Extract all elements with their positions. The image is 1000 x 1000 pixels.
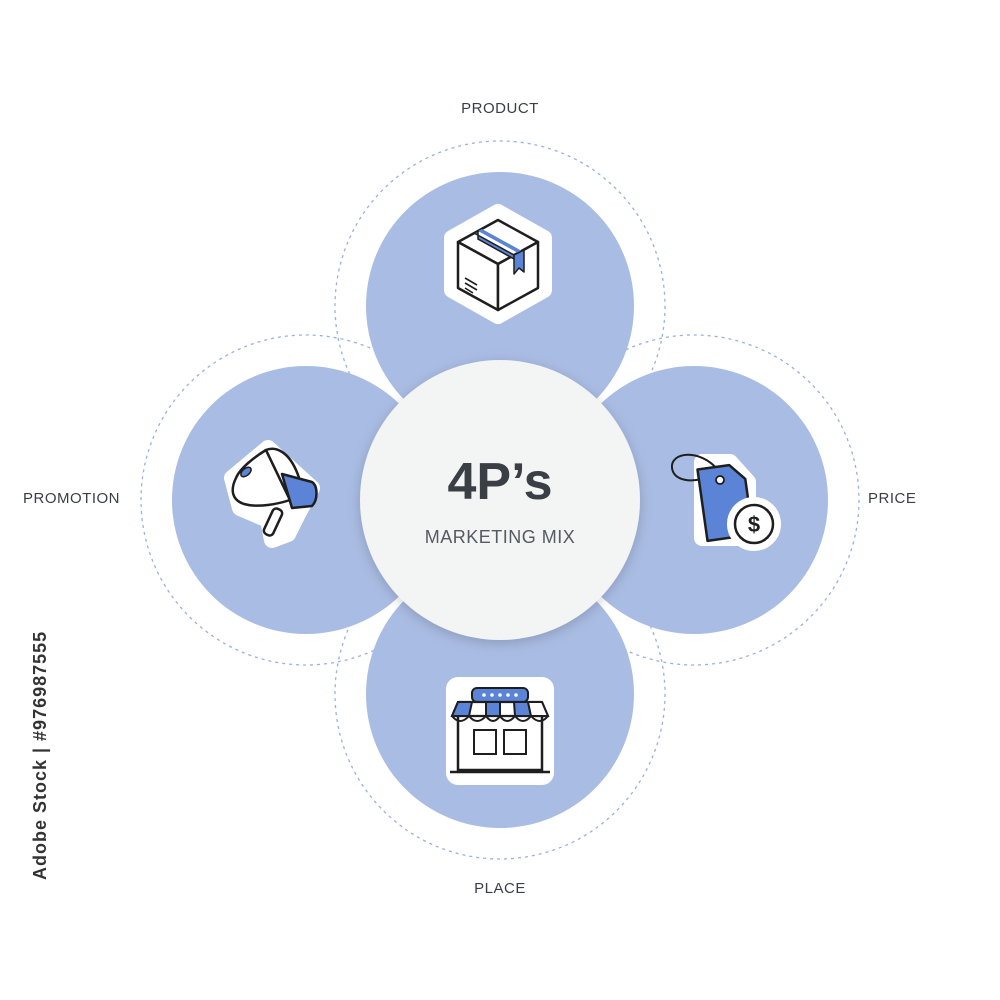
- place-label: PLACE: [474, 880, 526, 897]
- megaphone-icon: [224, 440, 320, 548]
- price-tag-icon: $: [670, 453, 781, 551]
- center-subtitle: MARKETING MIX: [424, 527, 576, 547]
- center-title: 4P’s: [447, 453, 553, 511]
- price-label: PRICE: [868, 490, 917, 507]
- promotion-label: PROMOTION: [23, 490, 120, 507]
- svg-text:$: $: [748, 512, 760, 537]
- box-icon: [444, 204, 552, 324]
- storefront-icon: [446, 677, 554, 785]
- product-label: PRODUCT: [461, 100, 539, 117]
- stock-id-text: Adobe Stock | #976987555: [30, 630, 50, 880]
- center-circle: [360, 360, 640, 640]
